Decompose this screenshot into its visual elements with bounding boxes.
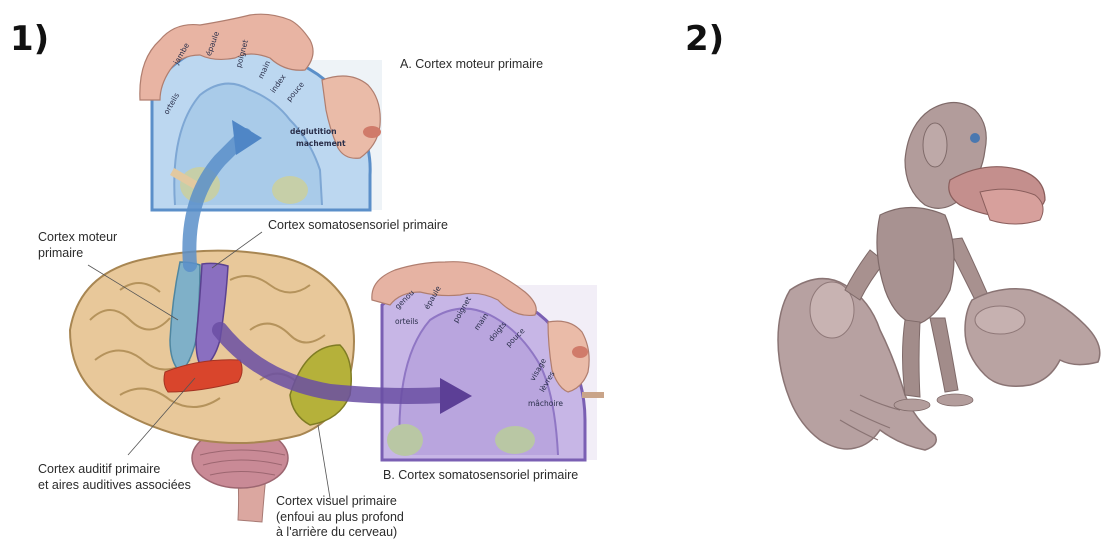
motor-label-deglutition: déglutition (290, 128, 337, 136)
motor-label-machement: machement (296, 140, 346, 148)
label-visual-3: à l'arrière du cerveau) (276, 525, 397, 540)
label-visual-1: Cortex visuel primaire (276, 494, 397, 509)
motor-cortex-section (140, 14, 382, 210)
label-visual-2: (enfoui au plus profond (276, 510, 404, 525)
sensory-homunculus-figure (778, 103, 1100, 451)
label-motor-cortex-1: Cortex moteur (38, 230, 117, 245)
label-motor-cortex-2: primaire (38, 246, 83, 261)
sensory-label-orteils: orteils (395, 318, 418, 326)
sensory-label-machoire: mâchoire (528, 400, 563, 408)
label-auditory-2: et aires auditives associées (38, 478, 191, 493)
motor-cortex-section-title: A. Cortex moteur primaire (400, 57, 543, 72)
label-somatosensory-cortex: Cortex somatosensoriel primaire (268, 218, 448, 233)
label-auditory-1: Cortex auditif primaire (38, 462, 160, 477)
sensory-cortex-section-title: B. Cortex somatosensoriel primaire (383, 468, 578, 483)
